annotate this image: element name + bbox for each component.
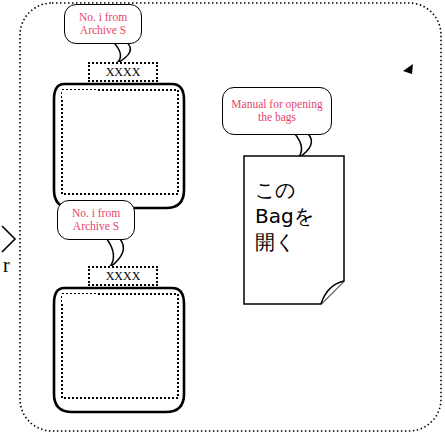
page-sheet [244,156,344,304]
callout-text: Manual for opening the bags [227,98,327,124]
callout-tail [106,238,123,269]
bag-label: XXXX [88,266,158,286]
bag-inner-frame [62,90,178,194]
bag-inner-notch [62,90,96,100]
callout-bubble: No. i from Archive S [64,4,142,44]
callout-tail [113,42,130,65]
tail-shape [113,42,130,64]
bag-outline [50,264,188,416]
document-text: この Bagを 開く [255,177,319,255]
callout-tail [294,133,311,160]
triangle-marker [403,64,413,74]
bag-body [54,84,184,208]
bag-label: XXXX [88,62,158,82]
tail-shape [294,133,311,159]
callout-text: No. i from Archive S [69,11,137,37]
edge-text: r [3,254,10,277]
document-node: この Bagを 開く [243,155,345,305]
tail-shape [106,238,123,268]
dog-ear [321,281,344,304]
bag-outline [50,60,188,212]
bag-node: XXXX [50,264,188,416]
callout-bubble: No. i from Archive S [57,200,135,240]
bag-node: XXXX [50,60,188,212]
dotted-frame [20,3,441,431]
chevron [2,226,15,252]
callout-text: No. i from Archive S [62,207,130,233]
bag-body [54,288,184,412]
callout-bubble: Manual for opening the bags [222,87,332,135]
bag-inner-notch [62,294,96,304]
bag-inner-frame [62,294,178,398]
